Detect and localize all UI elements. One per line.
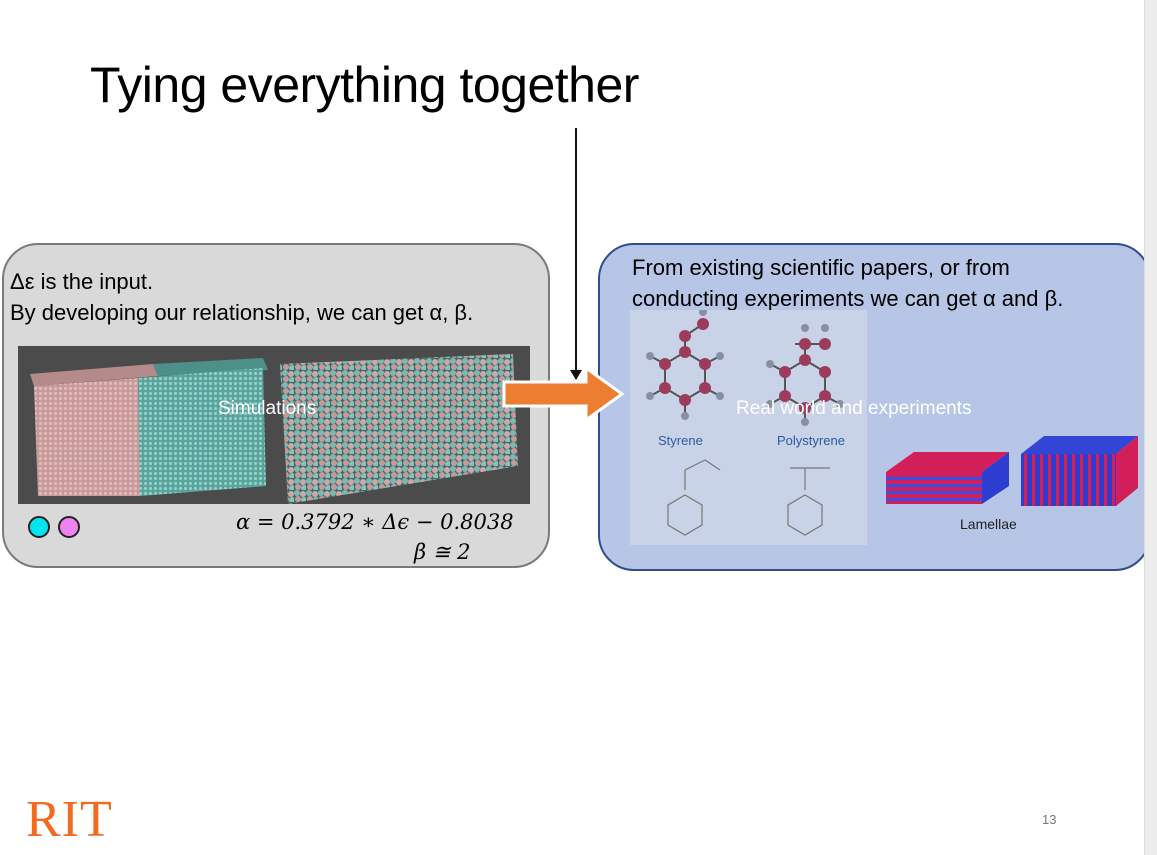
scrollbar[interactable] bbox=[1144, 0, 1157, 855]
species-a-icon bbox=[28, 516, 50, 538]
pointer-arrowhead bbox=[570, 370, 582, 380]
lamellae-label: Lamellae bbox=[960, 516, 1017, 532]
lamellae-graphic bbox=[886, 436, 1138, 506]
simulations-label: Simulations bbox=[218, 398, 317, 419]
molecule-image bbox=[630, 310, 867, 545]
simulation-image bbox=[18, 346, 530, 504]
papers-text: From existing scientific papers, or from bbox=[632, 255, 1010, 280]
slide-title: Tying everything together bbox=[90, 57, 639, 113]
real-world-label: Real world and experiments bbox=[736, 398, 972, 419]
relationship-text: By developing our relationship, we can g… bbox=[10, 300, 474, 325]
input-text: Δε is the input. bbox=[10, 269, 154, 294]
experiments-text: conducting experiments we can get α and … bbox=[632, 286, 1064, 311]
molecule-graphic bbox=[646, 310, 844, 536]
flow-arrow bbox=[502, 366, 625, 422]
pointer-line bbox=[575, 128, 577, 373]
polystyrene-label: Polystyrene bbox=[777, 433, 845, 448]
rit-logo: RIT bbox=[26, 791, 113, 848]
alpha-equation: α = 0.3792 ∗ Δϵ − 0.8038 bbox=[236, 510, 514, 534]
beta-equation: β ≅ 2 bbox=[414, 540, 471, 564]
page-number: 13 bbox=[1042, 812, 1057, 827]
species-b-icon bbox=[58, 516, 80, 538]
simulation-graphic bbox=[30, 354, 518, 504]
styrene-label: Styrene bbox=[658, 433, 703, 448]
